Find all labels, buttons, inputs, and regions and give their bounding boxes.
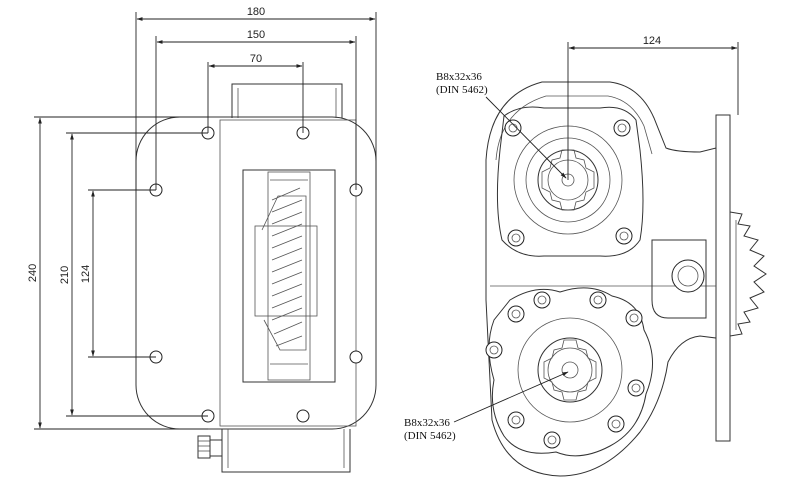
dim-180-label: 180 xyxy=(247,6,265,18)
upper-spec-line1: B8x32x36 xyxy=(436,71,482,83)
dimension-124-horizontal: 124 xyxy=(567,35,739,180)
flange-bolt xyxy=(613,119,631,137)
gear-window xyxy=(242,169,336,383)
upper-output-flange xyxy=(496,106,644,257)
dim-124v-label: 124 xyxy=(80,265,92,283)
side-view xyxy=(485,81,767,477)
flange-bolt xyxy=(625,309,643,327)
side-boss xyxy=(651,239,707,319)
lower-output-flange xyxy=(485,287,654,457)
flange-bolt xyxy=(507,411,525,429)
dim-240-label: 240 xyxy=(27,264,39,282)
bevel-gear xyxy=(261,171,311,381)
side-flange xyxy=(715,114,731,442)
dimension-150: 150 xyxy=(155,29,357,190)
housing-outline xyxy=(485,81,717,477)
flange-bolt xyxy=(485,341,503,359)
dimension-70: 70 xyxy=(207,53,304,133)
flange-bolt xyxy=(607,415,625,433)
dimension-180: 180 xyxy=(135,6,377,190)
lower-spline-callout: B8x32x36 (DIN 5462) xyxy=(404,371,569,442)
flange-bolt xyxy=(507,229,525,247)
side-boss-hole xyxy=(671,259,705,293)
upper-spline-callout: B8x32x36 (DIN 5462) xyxy=(436,71,567,179)
flange-bolt xyxy=(543,431,561,449)
flange-bolt xyxy=(507,305,525,323)
flange-bolt xyxy=(533,291,551,309)
upper-spec-line2: (DIN 5462) xyxy=(436,84,488,96)
dim-124h-label: 124 xyxy=(643,35,661,47)
dimension-210: 210 xyxy=(59,132,208,417)
dim-70-label: 70 xyxy=(250,53,262,65)
mounting-hole xyxy=(349,350,363,364)
dimension-124-vertical: 124 xyxy=(80,189,156,358)
flange-bolt xyxy=(615,227,633,245)
bolt-stud xyxy=(197,435,223,459)
dim-210-label: 210 xyxy=(59,266,71,284)
lower-spec-line1: B8x32x36 xyxy=(404,417,450,429)
top-boss xyxy=(231,83,343,118)
flange-bolt xyxy=(589,291,607,309)
mounting-hole xyxy=(296,409,310,423)
dim-150-label: 150 xyxy=(247,29,265,41)
bottom-boss xyxy=(221,429,351,473)
dimension-240: 240 xyxy=(27,116,208,430)
flange-plate xyxy=(135,116,377,430)
flange-bolt xyxy=(504,119,522,137)
lower-spec-line2: (DIN 5462) xyxy=(404,430,456,442)
side-gear-teeth xyxy=(729,211,767,337)
flange-bolt xyxy=(627,379,645,397)
front-view xyxy=(135,83,377,473)
